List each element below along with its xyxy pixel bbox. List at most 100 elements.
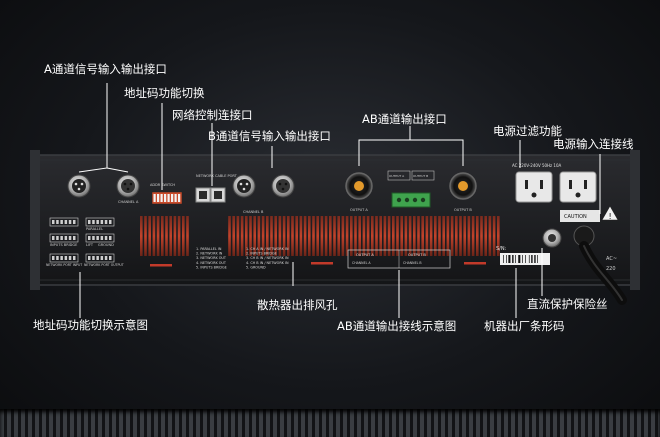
heatsink-fin — [324, 216, 328, 256]
heatsink-fin — [295, 216, 298, 256]
heatsink-fin — [274, 216, 277, 256]
heatsink-fin — [467, 216, 471, 256]
barcode-bar — [522, 255, 523, 263]
heatsink-fin — [392, 216, 395, 256]
speakon-output-b[interactable] — [449, 172, 477, 200]
green-output-terminal-block[interactable] — [391, 192, 431, 208]
power-cable[interactable] — [573, 225, 627, 305]
heatsink-fin — [308, 216, 311, 256]
heatsink-fin — [362, 216, 366, 256]
label-power-input: 电源输入连接线 — [553, 137, 634, 151]
wiring-output-a: OUTPUT A — [356, 253, 374, 257]
xlr-a-female[interactable] — [116, 174, 140, 198]
heatsink-fin — [240, 216, 244, 256]
svg-text:!: ! — [609, 212, 612, 221]
heatsink-fin — [366, 216, 370, 256]
heatsink-fin — [492, 216, 496, 256]
dip-switch-slot[interactable] — [160, 194, 163, 202]
barcode-bar — [518, 255, 521, 263]
heatsink-fin — [383, 216, 387, 256]
parallel-tag: PARALLEL — [86, 227, 103, 231]
heatsink-fin — [303, 216, 307, 256]
heatsink-fin — [287, 216, 290, 256]
heatsink-fin — [497, 216, 500, 256]
heatsink-fin — [471, 216, 475, 256]
network-port-output-tag: NETWORK PORT OUTPUT — [84, 263, 124, 267]
bottom-grill — [0, 409, 660, 437]
inputs-bridge-tag: INPUTS BRIDGE — [50, 243, 77, 247]
heatsink-fin — [177, 216, 181, 256]
address-diagram-icon — [49, 253, 79, 263]
heatsink-fin — [316, 216, 319, 256]
heatsink-fin — [278, 216, 282, 256]
panel-list-item: 1. PARALLEL IN — [196, 247, 222, 251]
label-ab-output: AB通道输出接口 — [362, 112, 447, 126]
power-socket-1[interactable] — [515, 171, 553, 203]
label-address-diagram: 地址码功能切换示意图 — [33, 318, 148, 332]
xlr-a-male[interactable] — [67, 174, 91, 198]
heatsink-fin — [463, 216, 466, 256]
barcode-sticker — [500, 253, 550, 265]
network-port-1[interactable] — [195, 187, 211, 203]
network-port-input-tag: NETWORK PORT INPUT — [46, 263, 82, 267]
wiring-channel-a: CHANNEL A — [352, 261, 371, 265]
heatsink-fin — [375, 216, 378, 256]
heatsink-fin — [400, 216, 403, 256]
wiring-output-b: OUTPUT B — [408, 253, 426, 257]
dip-switch-slot[interactable] — [171, 194, 174, 202]
channel-a-tag: CHANNEL A — [118, 200, 139, 204]
heatsink-fin — [371, 216, 374, 256]
red-indicator-slots — [150, 262, 486, 267]
barcode-bar — [503, 255, 504, 263]
heatsink-fin — [396, 216, 399, 256]
heatsink-fin — [425, 216, 429, 256]
heatsink-fin — [459, 216, 462, 256]
dip-switch-slot[interactable] — [174, 194, 177, 202]
xlr-b-female[interactable] — [271, 174, 295, 198]
network-port-2[interactable] — [210, 187, 226, 203]
label-power-filter: 电源过滤功能 — [493, 124, 562, 138]
panel-list-item: 4. CH B IN / NETWORK IN — [246, 261, 289, 265]
speakon-output-a[interactable] — [345, 172, 373, 200]
heatsink-fin — [329, 216, 332, 256]
dip-switch-slot[interactable] — [167, 194, 170, 202]
xlr-b-male[interactable] — [232, 174, 256, 198]
dip-switch-slot[interactable] — [157, 194, 160, 202]
label-address-switch: 地址码功能切换 — [124, 86, 205, 100]
heatsink-fin — [434, 216, 437, 256]
heatsink-fin — [480, 216, 483, 256]
warning-triangle-icon: ! — [601, 205, 619, 221]
barcode-bar — [528, 255, 530, 263]
barcode-bar — [506, 255, 507, 263]
heatsink-fin — [144, 216, 147, 256]
address-diagram-icon — [85, 253, 115, 263]
heatsink-fin — [350, 216, 353, 256]
address-switch-tag: ADDR SWITCH — [150, 183, 175, 187]
heatsink-fin — [354, 216, 357, 256]
pointer-lines — [78, 83, 601, 318]
barcode-bar — [531, 255, 533, 263]
barcode-bar — [537, 255, 538, 263]
wiring-channel-b: CHANNEL B — [403, 261, 422, 265]
heatsink-fin — [228, 216, 231, 256]
heatsink-fin — [299, 216, 303, 256]
address-dip-switch[interactable] — [151, 191, 183, 205]
heatsink-fin — [429, 216, 433, 256]
heatsink-fin — [291, 216, 294, 256]
heatsink-fin — [345, 216, 349, 256]
barcode-bar — [515, 255, 516, 263]
heatsink-fin — [341, 216, 345, 256]
power-socket-2[interactable] — [559, 171, 597, 203]
dip-switch-slot[interactable] — [178, 194, 181, 202]
output-terminal-b-tag: OUTPUT B — [413, 174, 428, 178]
heatsink-fin — [257, 216, 261, 256]
dc-fuse-holder[interactable] — [542, 228, 562, 248]
panel-list-item: 1. CH A IN / NETWORK IN — [246, 247, 289, 251]
dip-switch-slot[interactable] — [153, 194, 156, 202]
heatsink-fin — [165, 216, 168, 256]
panel-list-item: 4. NETWORK OUT — [196, 261, 227, 265]
panel-list-item: 5. GROUND — [246, 265, 266, 269]
barcode-bar — [525, 255, 526, 263]
heatsink-fin — [408, 216, 412, 256]
dip-switch-slot[interactable] — [164, 194, 167, 202]
